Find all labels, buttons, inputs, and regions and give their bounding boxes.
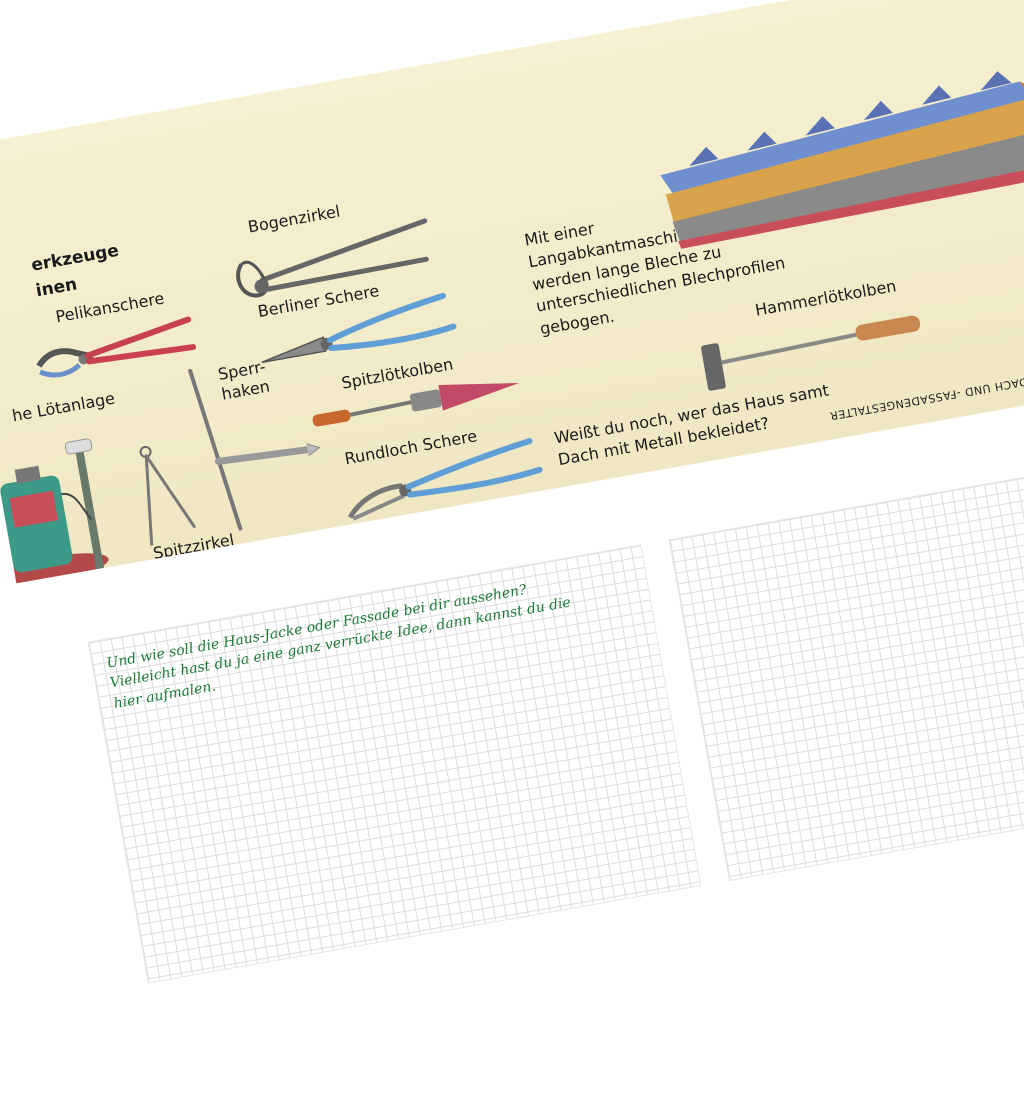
label-loetanlage: he Lötanlage — [10, 388, 117, 426]
hammerloetkolben-illustration — [701, 315, 921, 391]
pelikanschere-illustration — [36, 316, 197, 378]
spitzzirkel-illustration — [139, 445, 196, 546]
loetanlage-illustration — [0, 438, 109, 584]
bogenzirkel-illustration — [236, 218, 429, 298]
sperrhaken-illustration — [188, 368, 321, 531]
section-title-line1: erkzeuge — [29, 240, 121, 276]
question-text: Weißt du noch, wer das Haus samt Dach mi… — [552, 380, 831, 470]
langabkantmaschine-illustration — [660, 71, 1024, 249]
berliner-schere-illustration — [261, 292, 457, 364]
spitzloetkolben-illustration — [312, 382, 520, 427]
drawing-grid-right[interactable] — [668, 457, 1024, 882]
section-title-line2: inen — [34, 274, 79, 302]
vertical-footer-label: LDACH UND -FASSADENGESTALTER — [828, 373, 1024, 423]
rundloch-schere-illustration — [347, 438, 543, 521]
tools-banner: erkzeuge inen Pelikanschere Bogenzirkel … — [0, 0, 1024, 584]
